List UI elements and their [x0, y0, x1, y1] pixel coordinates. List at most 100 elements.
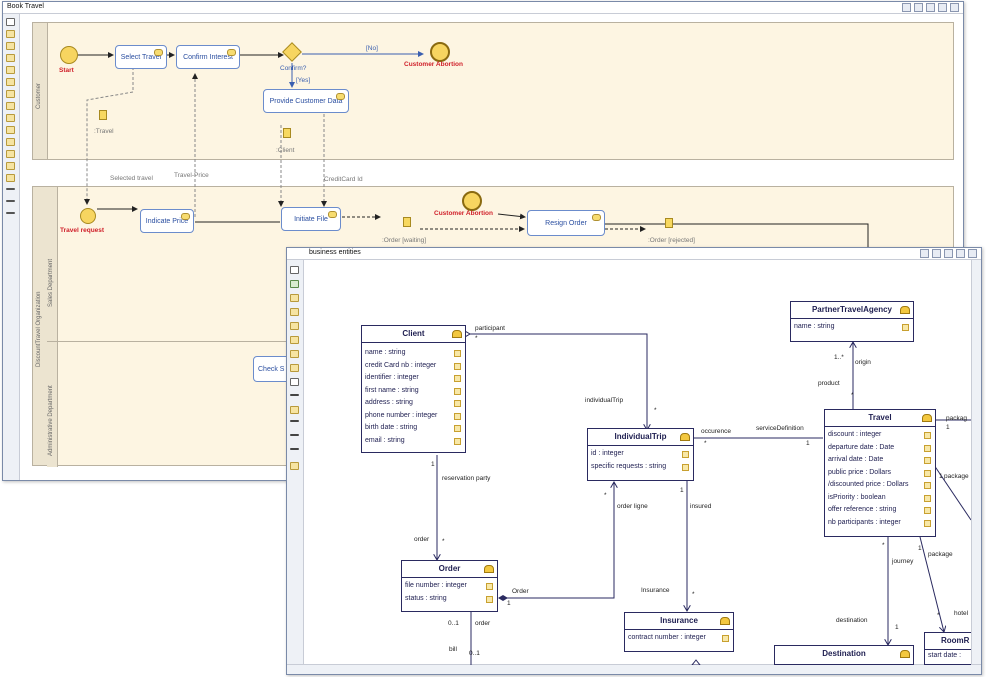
- attribute-row[interactable]: status : string: [402, 593, 497, 606]
- attribute-row[interactable]: contract number : integer: [625, 632, 733, 645]
- attribute-row[interactable]: address : string: [362, 397, 465, 410]
- order-waiting-data-object[interactable]: [403, 217, 411, 227]
- attribute-row[interactable]: name : string: [791, 321, 913, 334]
- class-icon: [720, 617, 730, 625]
- realization-tool-icon[interactable]: [290, 434, 299, 436]
- class-client[interactable]: Client name : string credit Card nb : in…: [361, 325, 466, 453]
- attribute-row[interactable]: start date :: [928, 652, 962, 659]
- palette-tool-icon[interactable]: [6, 78, 15, 86]
- class-tool-icon[interactable]: [290, 294, 299, 302]
- grid-icon[interactable]: [920, 249, 929, 258]
- attribute-row[interactable]: discount : integer: [825, 429, 935, 442]
- attribute-icon: [682, 463, 689, 471]
- pointer-tool-icon[interactable]: [290, 266, 299, 274]
- travel-data-object[interactable]: [99, 110, 107, 120]
- palette-tool-icon[interactable]: [6, 66, 15, 74]
- palette-tool-icon[interactable]: [6, 90, 15, 98]
- palette-tool-icon[interactable]: [6, 162, 15, 170]
- palette-tool-icon[interactable]: [6, 114, 15, 122]
- class-destination-name: Destination: [775, 646, 913, 662]
- customer-abortion-event-2[interactable]: [462, 191, 482, 211]
- class-travel[interactable]: Travel discount : integer departure date…: [824, 409, 936, 537]
- task-resign-order[interactable]: Resign Order: [527, 210, 605, 236]
- class-room[interactable]: RoomR start date :: [924, 632, 971, 665]
- enum-tool-icon[interactable]: [290, 336, 299, 344]
- attribute-row[interactable]: public price : Dollars: [825, 467, 935, 480]
- save-icon[interactable]: [956, 249, 965, 258]
- edit-icon[interactable]: [944, 249, 953, 258]
- layout-icon[interactable]: [914, 3, 923, 12]
- palette-tool-icon[interactable]: [6, 102, 15, 110]
- attribute-row[interactable]: file number : integer: [402, 580, 497, 593]
- edit-icon[interactable]: [926, 3, 935, 12]
- palette-tool-icon[interactable]: [6, 54, 15, 62]
- interface-tool-icon[interactable]: [290, 364, 299, 372]
- task-initiate-file[interactable]: Initiate File: [281, 207, 341, 231]
- save-icon[interactable]: [938, 3, 947, 12]
- vertical-scrollbar[interactable]: [971, 260, 981, 665]
- client-data-object[interactable]: [283, 128, 291, 138]
- attribute-row[interactable]: offer reference : string: [825, 504, 935, 517]
- travel-data-label: :Travel: [94, 128, 114, 135]
- attribute-row[interactable]: first name : string: [362, 385, 465, 398]
- palette-tool-icon[interactable]: [6, 30, 15, 38]
- datatype-tool-icon[interactable]: [290, 350, 299, 358]
- horizontal-scrollbar[interactable]: [287, 664, 981, 674]
- layout-icon[interactable]: [932, 249, 941, 258]
- dependency-tool-icon[interactable]: [290, 420, 299, 422]
- composition-tool-icon[interactable]: [290, 406, 299, 414]
- class-individual-trip[interactable]: IndividualTrip id : integer specific req…: [587, 428, 694, 481]
- travel-request-event[interactable]: [80, 208, 96, 224]
- pointer-tool-icon[interactable]: [6, 18, 15, 26]
- attribute-row[interactable]: email : string: [362, 435, 465, 448]
- task-provide-customer-data[interactable]: Provide Customer Data: [263, 89, 349, 113]
- attribute-row[interactable]: /discounted price : Dollars: [825, 479, 935, 492]
- gateway-label: Confirm?: [280, 65, 307, 72]
- travel-price-label: Travel-Price: [174, 172, 209, 179]
- attribute-row[interactable]: identifier : integer: [362, 372, 465, 385]
- attribute-row[interactable]: name : string: [362, 347, 465, 360]
- attribute-row[interactable]: specific requests : string: [588, 461, 693, 474]
- class-insurance[interactable]: Insurance contract number : integer: [624, 612, 734, 652]
- attribute-row[interactable]: nb participants : integer: [825, 517, 935, 530]
- attribute-row[interactable]: isPriority : boolean: [825, 492, 935, 505]
- attribute-icon: [924, 444, 931, 452]
- attribute-row[interactable]: id : integer: [588, 448, 693, 461]
- copy-icon[interactable]: [968, 249, 977, 258]
- anchor-tool-icon[interactable]: [290, 378, 299, 386]
- attribute-row[interactable]: birth date : string: [362, 422, 465, 435]
- connector-tool-icon[interactable]: [6, 188, 15, 190]
- copy-icon[interactable]: [950, 3, 959, 12]
- connector-tool-icon[interactable]: [6, 200, 15, 202]
- operation-tool-icon[interactable]: [290, 322, 299, 330]
- generalization-tool-icon[interactable]: [290, 448, 299, 450]
- palette-tool-icon[interactable]: [6, 174, 15, 182]
- palette-tool-icon[interactable]: [6, 126, 15, 134]
- association-tool-icon[interactable]: [290, 394, 299, 396]
- assoc-mult: 1: [680, 487, 684, 494]
- palette-tool-icon[interactable]: [6, 42, 15, 50]
- start-event[interactable]: [60, 46, 78, 64]
- task-indicate-price[interactable]: Indicate Price: [140, 209, 194, 233]
- attribute-tool-icon[interactable]: [290, 308, 299, 316]
- class-order[interactable]: Order file number : integer status : str…: [401, 560, 498, 612]
- task-confirm-interest[interactable]: Confirm Interest: [176, 45, 240, 69]
- window-title: business entities: [309, 249, 361, 256]
- customer-abortion-event[interactable]: [430, 42, 450, 62]
- class-partner-travel-agency[interactable]: PartnerTravelAgency name : string: [790, 301, 914, 342]
- attribute-row[interactable]: phone number : integer: [362, 410, 465, 423]
- grid-icon[interactable]: [902, 3, 911, 12]
- note-tool-icon[interactable]: [290, 462, 299, 470]
- order-rejected-data-object[interactable]: [665, 218, 673, 228]
- assoc-mult: *: [704, 440, 707, 447]
- class-destination[interactable]: Destination: [774, 645, 914, 665]
- connector-tool-icon[interactable]: [6, 212, 15, 214]
- palette-tool-icon[interactable]: [6, 150, 15, 158]
- package-tool-icon[interactable]: [290, 280, 299, 288]
- assoc-label-hotel: hotel: [954, 610, 969, 617]
- attribute-row[interactable]: arrival date : Date: [825, 454, 935, 467]
- task-select-travel[interactable]: Select Travel: [115, 45, 167, 69]
- attribute-row[interactable]: credit Card nb : integer: [362, 360, 465, 373]
- palette-tool-icon[interactable]: [6, 138, 15, 146]
- attribute-row[interactable]: departure date : Date: [825, 442, 935, 455]
